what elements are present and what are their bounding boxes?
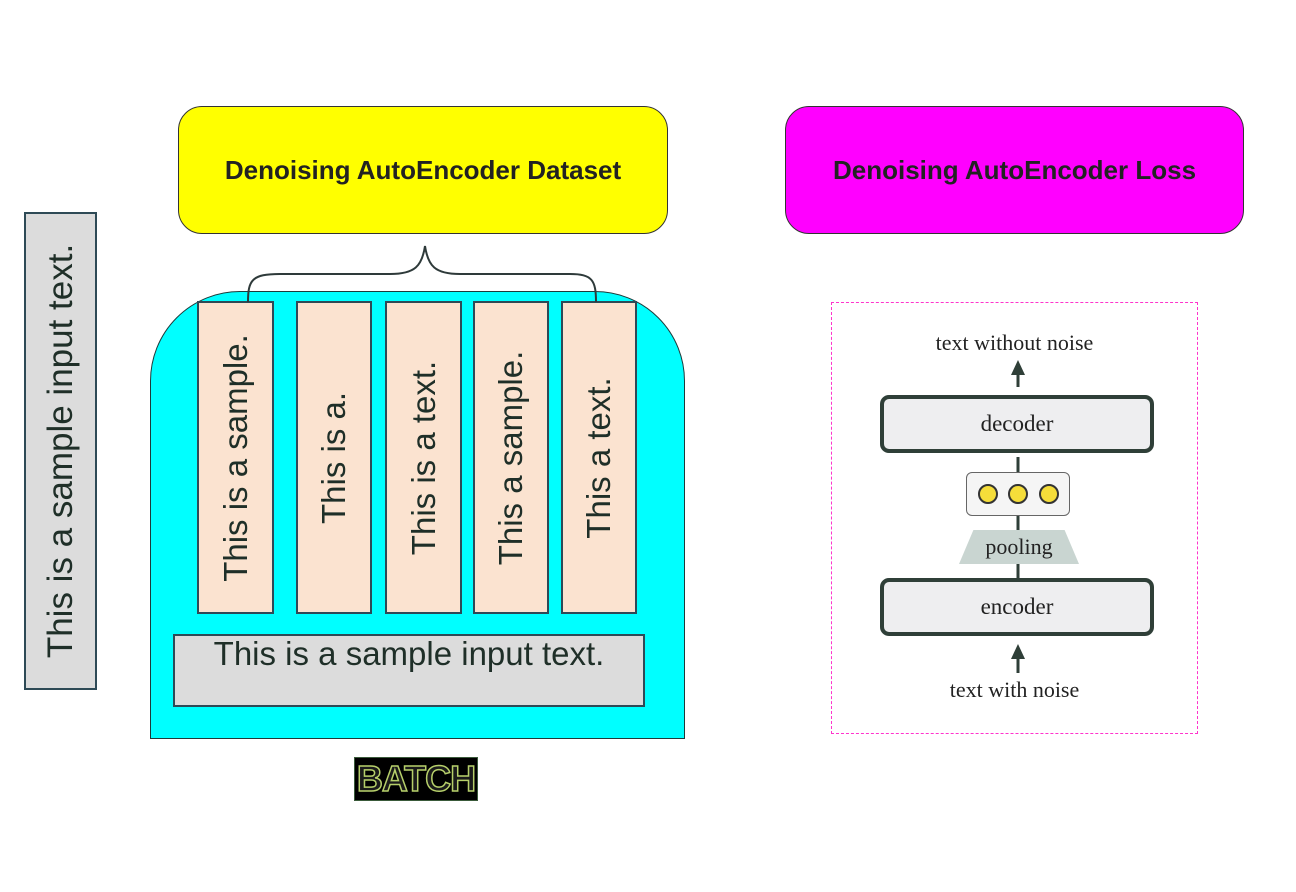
decoder-block: decoder	[880, 395, 1154, 453]
noisy-sample-box: This is a sample.	[197, 301, 274, 614]
pooling-layer: pooling	[959, 530, 1079, 564]
input-text-horizontal: This is a sample input text.	[173, 634, 645, 707]
noisy-sample-box: This is a text.	[385, 301, 462, 614]
dataset-title-box: Denoising AutoEncoder Dataset	[178, 106, 668, 234]
encoder-block: encoder	[880, 578, 1154, 636]
noisy-sample-box: This a text.	[561, 301, 637, 614]
sentence-embedding	[966, 472, 1070, 516]
architecture-frame	[831, 302, 1198, 734]
batch-label: BATCH	[354, 757, 478, 801]
noisy-sample-box: This a sample.	[473, 301, 549, 614]
embedding-dot	[977, 484, 998, 504]
loss-title-box: Denoising AutoEncoder Loss	[785, 106, 1244, 234]
input-text-vertical: This is a sample input text.	[24, 212, 97, 690]
embedding-dot	[1008, 484, 1028, 504]
input-label: text with noise	[949, 677, 1080, 702]
brace-connector	[247, 245, 597, 303]
noisy-sample-box: This is a.	[296, 301, 372, 614]
output-label: text without noise	[935, 330, 1094, 355]
embedding-dot	[1038, 484, 1059, 504]
